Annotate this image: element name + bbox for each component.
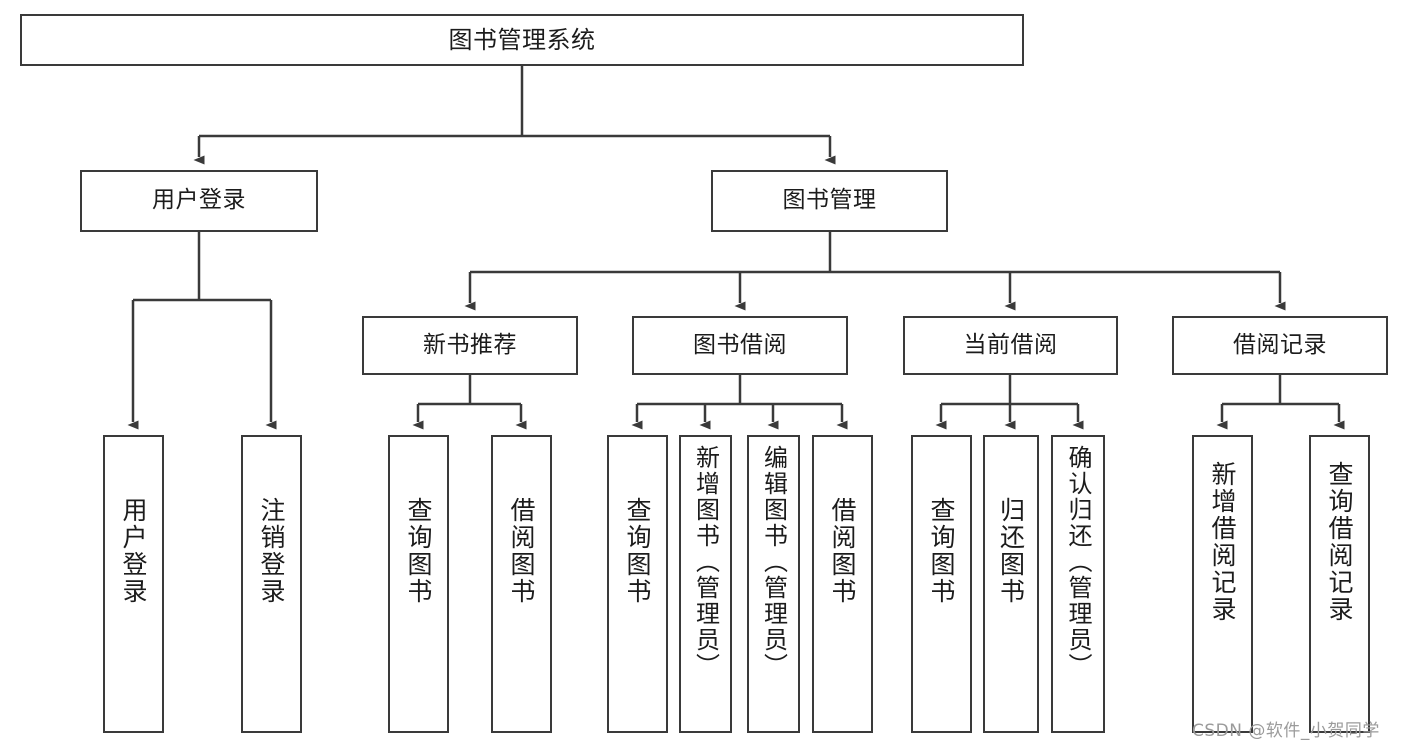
node-label: 查询图书: [623, 497, 652, 605]
node-book-management[interactable]: 图书管理: [711, 170, 948, 232]
node-label: 图书管理: [782, 187, 877, 214]
csdn-watermark: CSDN @软件_小贺同学: [1192, 721, 1380, 741]
node-label: 用户登录: [119, 497, 148, 605]
node-label: 新书推荐: [423, 331, 517, 358]
node-label: 注销登录: [257, 497, 286, 605]
node-borrow-record[interactable]: 借阅记录: [1172, 316, 1388, 375]
node-label: 归还图书: [996, 497, 1026, 605]
leaf-borrow-query-book[interactable]: 查询图书: [607, 435, 668, 733]
node-label: 查询借阅记录: [1325, 461, 1354, 623]
node-label: 图书借阅: [693, 331, 787, 358]
node-new-book-recommend[interactable]: 新书推荐: [362, 316, 578, 375]
node-label: 确认归还（管理员）: [1064, 445, 1092, 679]
leaf-borrow-edit-book-admin[interactable]: 编辑图书（管理员）: [747, 435, 800, 733]
node-label: 图书管理系统: [448, 25, 596, 54]
node-book-borrow[interactable]: 图书借阅: [632, 316, 848, 375]
leaf-current-return-book[interactable]: 归还图书: [983, 435, 1039, 733]
leaf-record-query-record[interactable]: 查询借阅记录: [1309, 435, 1370, 733]
leaf-user-login[interactable]: 用户登录: [103, 435, 164, 733]
node-label: 借阅图书: [507, 497, 536, 605]
node-label: 查询图书: [927, 497, 956, 605]
leaf-recommend-query-book[interactable]: 查询图书: [388, 435, 449, 733]
leaf-current-query-book[interactable]: 查询图书: [911, 435, 972, 733]
node-label: 查询图书: [404, 497, 433, 605]
leaf-borrow-borrow-book[interactable]: 借阅图书: [812, 435, 873, 733]
node-label: 借阅图书: [828, 497, 857, 605]
leaf-borrow-add-book-admin[interactable]: 新增图书（管理员）: [679, 435, 732, 733]
node-label: 新增借阅记录: [1208, 461, 1237, 623]
node-label: 借阅记录: [1233, 331, 1327, 358]
leaf-record-add-record[interactable]: 新增借阅记录: [1192, 435, 1253, 733]
node-root-system[interactable]: 图书管理系统: [20, 14, 1024, 66]
node-current-borrow[interactable]: 当前借阅: [903, 316, 1118, 375]
node-user-login[interactable]: 用户登录: [80, 170, 318, 232]
node-label: 编辑图书（管理员）: [759, 445, 788, 679]
leaf-current-confirm-return-admin[interactable]: 确认归还（管理员）: [1051, 435, 1105, 733]
node-label: 当前借阅: [963, 331, 1058, 358]
node-label: 新增图书（管理员）: [691, 445, 720, 679]
node-label: 用户登录: [152, 187, 246, 214]
leaf-user-logout[interactable]: 注销登录: [241, 435, 302, 733]
leaf-recommend-borrow-book[interactable]: 借阅图书: [491, 435, 552, 733]
